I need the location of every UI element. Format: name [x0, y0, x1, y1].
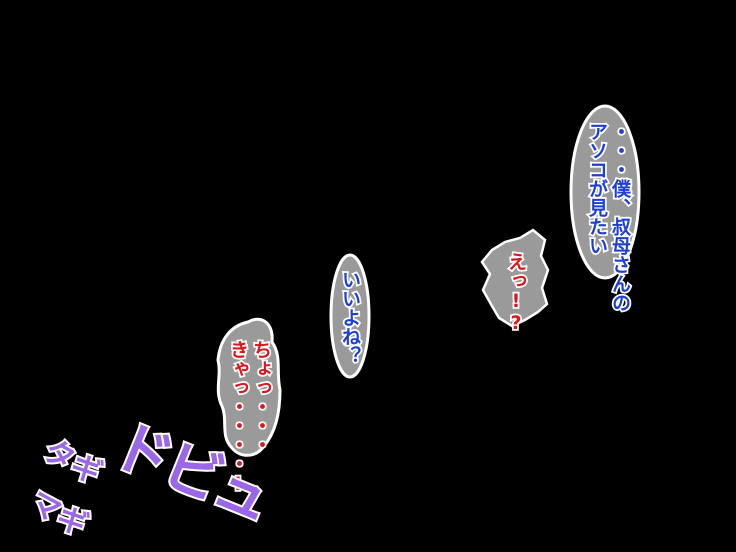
bubble-line-2: アソコが見たい	[584, 120, 610, 257]
speech-bubble-eh	[480, 228, 550, 328]
speech-bubble-wait	[216, 317, 282, 457]
bubble-line-1: えっ!?	[503, 250, 529, 336]
bubble-text-want-to-see: ・・・僕、叔母さんの アソコが見たい	[584, 120, 633, 314]
bubble-text-ok: いいよね？	[337, 268, 363, 367]
bubble-line-1: ・・・僕、叔母さんの	[607, 120, 633, 314]
speech-bubble-want-to-see	[569, 104, 641, 280]
bubble-text-wait: ちょっ・・・ きゃっ・・・・!	[225, 338, 274, 497]
bubble-line-1: いいよね？	[337, 268, 363, 367]
speech-bubble-ok	[329, 253, 371, 379]
bubble-text-eh: えっ!?	[503, 250, 529, 336]
bubble-line-2: きゃっ・・・・!	[225, 338, 251, 497]
bubble-line-1: ちょっ・・・	[248, 338, 274, 456]
